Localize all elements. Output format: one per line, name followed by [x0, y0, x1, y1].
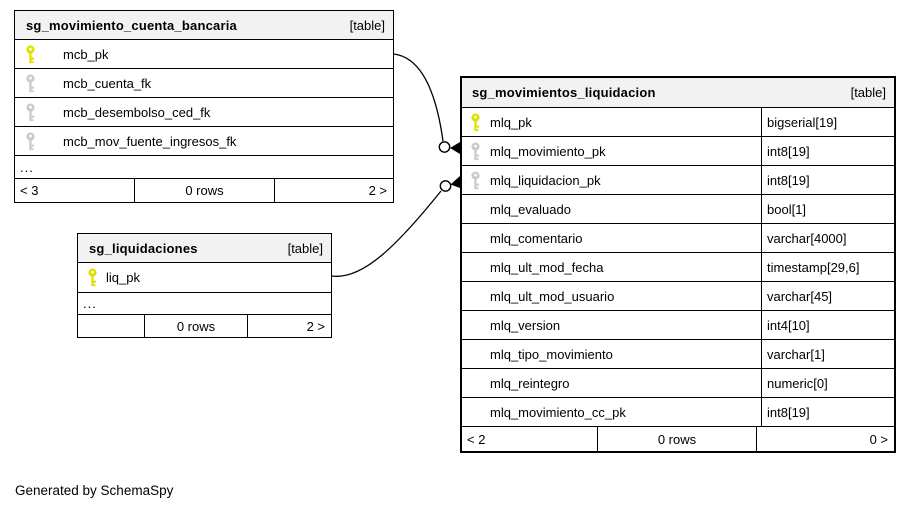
column-name: mlq_liquidacion_pk [490, 172, 601, 188]
relationship-curve-liq-to-mlq [331, 190, 442, 277]
column-row-mlq-tipo-movimiento: mlq_tipo_movimiento varchar[1] [462, 340, 894, 369]
column-type: varchar[4000] [767, 230, 847, 246]
foreign-key-icon [25, 74, 36, 93]
table-type-badge: [table] [349, 17, 385, 33]
hidden-columns-ellipsis: ... [15, 156, 393, 179]
related-tables-left [78, 315, 145, 337]
table-header[interactable]: sg_movimientos_liquidacion [table] [462, 78, 894, 108]
column-row-liq-pk: liq_pk [78, 263, 331, 293]
related-tables-right: 2 > [306, 318, 325, 334]
generated-by-caption: Generated by SchemaSpy [15, 483, 174, 498]
column-row-mlq-comentario: mlq_comentario varchar[4000] [462, 224, 894, 253]
column-name: mlq_tipo_movimiento [490, 346, 613, 362]
related-tables-left: < 3 [15, 179, 135, 202]
column-row-mcb-pk: mcb_pk [15, 40, 393, 69]
table-title[interactable]: sg_movimientos_liquidacion [472, 85, 656, 100]
column-type: numeric[0] [767, 375, 828, 391]
column-type: int8[19] [767, 143, 810, 159]
column-name: mlq_movimiento_pk [490, 143, 606, 159]
column-row-mlq-reintegro: mlq_reintegro numeric[0] [462, 369, 894, 398]
column-row-mcb-cuenta-fk: mcb_cuenta_fk [15, 69, 393, 98]
related-tables-right: 0 > [869, 431, 888, 447]
table-node-sg-movimientos-liquidacion[interactable]: sg_movimientos_liquidacion [table] mlq_p… [460, 76, 896, 453]
table-header[interactable]: sg_liquidaciones [table] [78, 234, 331, 263]
foreign-key-icon [25, 103, 36, 122]
column-type: int8[19] [767, 172, 810, 188]
related-tables-left: < 2 [462, 427, 598, 451]
column-name: liq_pk [106, 270, 140, 285]
table-node-sg-liquidaciones[interactable]: sg_liquidaciones [table] liq_pk ... 0 ro… [77, 233, 332, 338]
table-type-badge: [table] [287, 240, 323, 256]
column-type: bigserial[19] [767, 114, 838, 130]
connector-arrowhead-icon [450, 176, 460, 188]
column-name: mcb_pk [63, 46, 109, 62]
primary-key-icon [87, 268, 98, 287]
column-name: mlq_movimiento_cc_pk [490, 404, 626, 420]
column-name: mcb_desembolso_ced_fk [63, 104, 211, 120]
column-type: varchar[1] [767, 346, 825, 362]
connector-arrowhead-icon [450, 142, 460, 154]
column-type: int4[10] [767, 317, 810, 333]
column-name: mlq_ult_mod_usuario [490, 288, 615, 304]
connector-circle-icon [438, 141, 451, 153]
table-footer: < 3 0 rows 2 > [15, 179, 393, 202]
column-row-mlq-movimiento-cc-pk: mlq_movimiento_cc_pk int8[19] [462, 398, 894, 427]
column-row-mlq-ult-mod-usuario: mlq_ult_mod_usuario varchar[45] [462, 282, 894, 311]
column-name: mlq_ult_mod_fecha [490, 259, 604, 275]
connector-circle-icon [439, 180, 452, 192]
column-row-mlq-version: mlq_version int4[10] [462, 311, 894, 340]
column-type: int8[19] [767, 404, 810, 420]
hidden-columns-ellipsis: ... [78, 293, 331, 315]
column-row-mlq-pk: mlq_pk bigserial[19] [462, 108, 894, 137]
table-title[interactable]: sg_liquidaciones [89, 240, 198, 256]
primary-key-icon [470, 113, 481, 132]
column-row-mlq-evaluado: mlq_evaluado bool[1] [462, 195, 894, 224]
related-tables-right: 2 > [368, 183, 387, 198]
row-count: 0 rows [145, 315, 248, 337]
row-count: 0 rows [135, 179, 275, 202]
column-row-mcb-mov-fuente-ingresos-fk: mcb_mov_fuente_ingresos_fk [15, 127, 393, 156]
column-row-mlq-liquidacion-pk: mlq_liquidacion_pk int8[19] [462, 166, 894, 195]
column-type: varchar[45] [767, 288, 833, 304]
column-name: mcb_mov_fuente_ingresos_fk [63, 133, 237, 149]
table-type-badge: [table] [850, 85, 886, 100]
column-row-mcb-desembolso-ced-fk: mcb_desembolso_ced_fk [15, 98, 393, 127]
row-count: 0 rows [598, 427, 757, 451]
table-footer: < 2 0 rows 0 > [462, 427, 894, 451]
column-name: mlq_pk [490, 114, 532, 130]
table-title[interactable]: sg_movimiento_cuenta_bancaria [26, 17, 237, 33]
column-row-mlq-ult-mod-fecha: mlq_ult_mod_fecha timestamp[29,6] [462, 253, 894, 282]
column-type: timestamp[29,6] [767, 259, 860, 275]
column-name: mcb_cuenta_fk [63, 75, 152, 91]
primary-key-icon [25, 45, 36, 64]
table-footer: 0 rows 2 > [78, 315, 331, 337]
table-node-sg-movimiento-cuenta-bancaria[interactable]: sg_movimiento_cuenta_bancaria [table] mc… [14, 10, 394, 203]
column-name: mlq_reintegro [490, 375, 570, 391]
column-name: mlq_evaluado [490, 201, 571, 217]
column-name: mlq_comentario [490, 230, 583, 246]
foreign-key-icon [470, 171, 481, 190]
foreign-key-icon [470, 142, 481, 161]
foreign-key-icon [25, 132, 36, 151]
column-type: bool[1] [767, 201, 807, 217]
column-row-mlq-movimiento-pk: mlq_movimiento_pk int8[19] [462, 137, 894, 166]
table-header[interactable]: sg_movimiento_cuenta_bancaria [table] [15, 11, 393, 40]
relationship-curve-mcb-to-mlq [393, 53, 444, 142]
column-name: mlq_version [490, 317, 561, 333]
